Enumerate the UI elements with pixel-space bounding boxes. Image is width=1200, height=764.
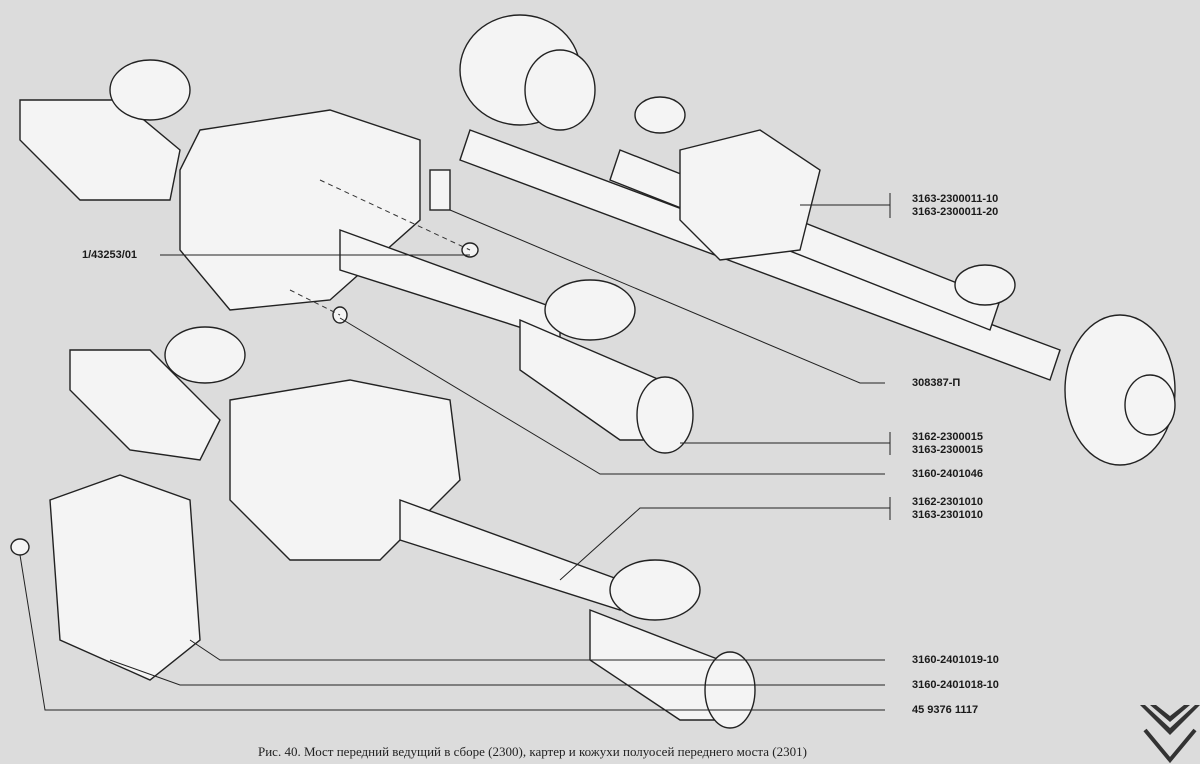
front-axle-assembly [459,14,1176,466]
part-label-3162-2301010: 3162-2301010 [912,496,983,508]
part-label-3163-2300011-20: 3163-2300011-20 [912,206,999,218]
part-label-45-9376-1117: 45 9376 1117 [912,704,979,716]
leader-lines [19,193,891,711]
gaz-deer-logo [1140,705,1200,764]
part-label-3160-2401019-10: 3160-2401019-10 [912,654,999,666]
part-label-3163-2301010: 3163-2301010 [912,509,983,521]
part-label-1-43253-01: 1/43253/01 [82,249,138,261]
part-label-308387-p: 308387-П [912,377,961,389]
part-label-3163-2300011-10: 3163-2300011-10 [912,193,999,205]
figure-caption: Рис. 40. Мост передний ведущий в сборе (… [258,744,807,759]
axle-housing-bare [10,326,756,729]
breather-part [429,169,451,211]
part-label-3160-2401046: 3160-2401046 [912,468,983,480]
part-label-3162-2300015: 3162-2300015 [912,431,983,443]
part-label-3160-2401018-10: 3160-2401018-10 [912,679,999,691]
axle-housing-with-gearbox [19,59,694,454]
part-label-3163-2300015: 3163-2300015 [912,444,983,456]
